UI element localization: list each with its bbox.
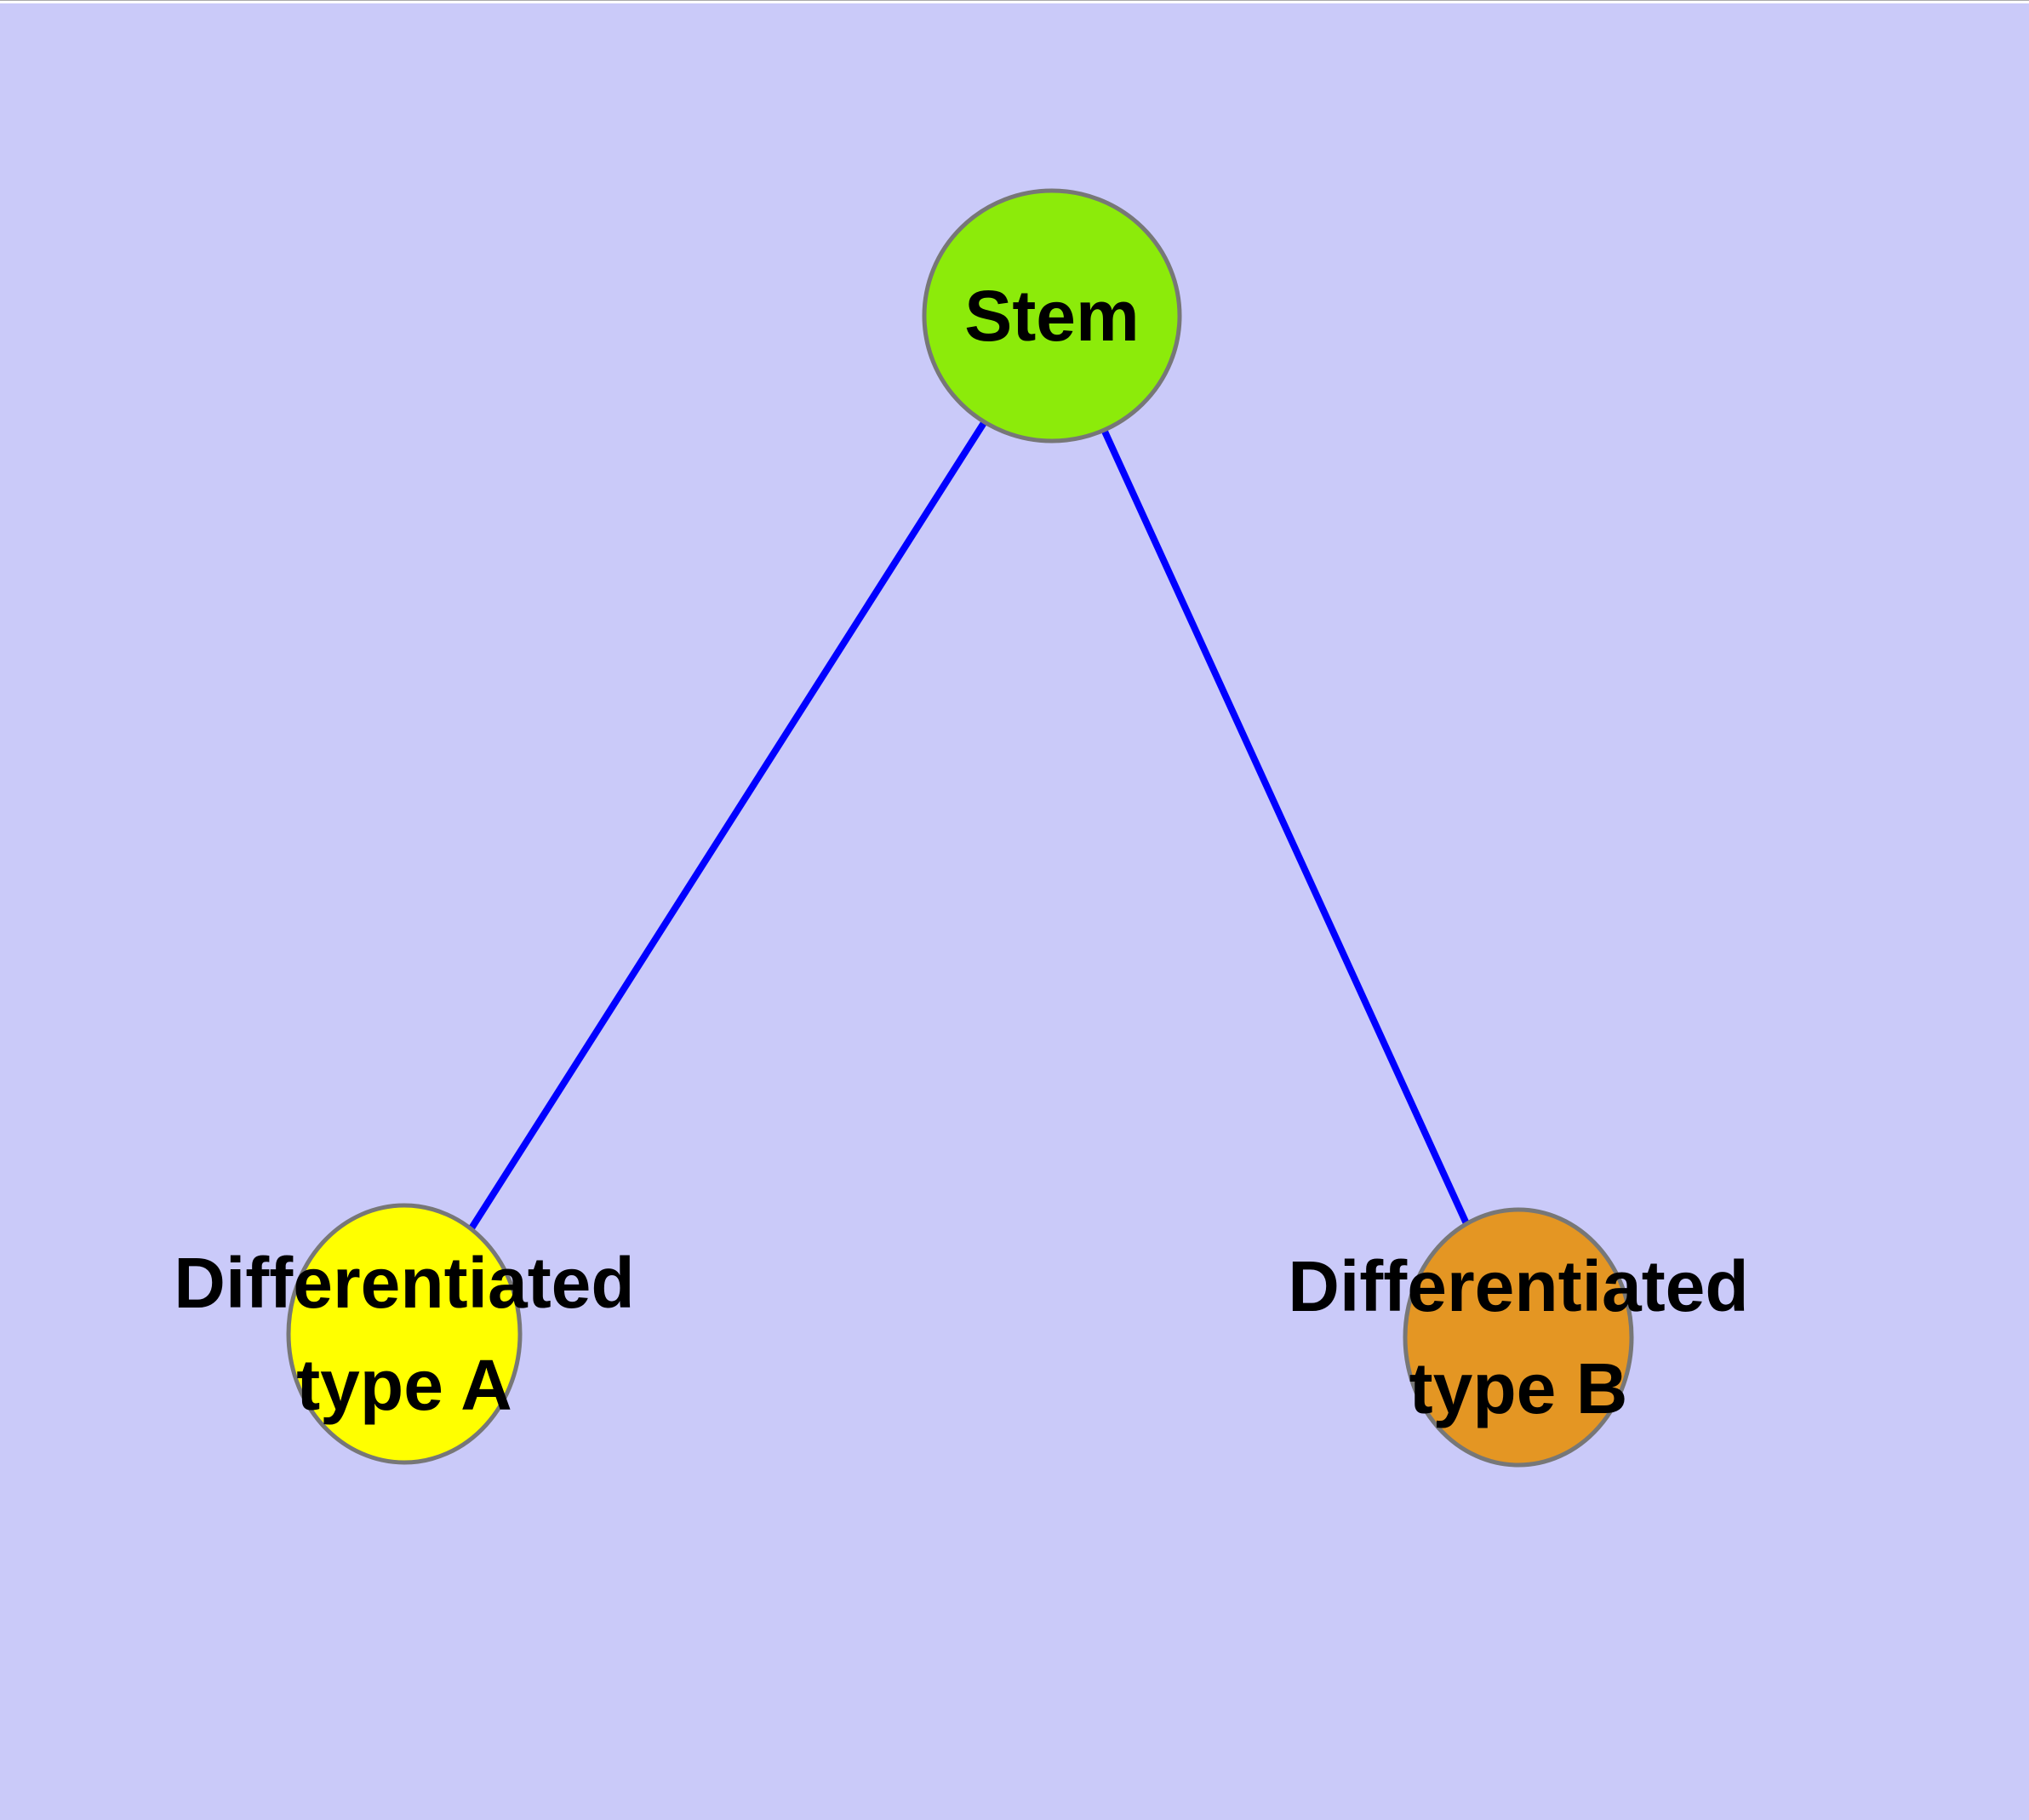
edge-stem-to-type-b: [1049, 314, 1522, 1339]
node-type-b: [1403, 1207, 1634, 1468]
top-margin-strip: [0, 0, 2029, 3]
node-type-a: [286, 1203, 523, 1465]
edge-stem-to-type-a: [401, 313, 1055, 1336]
node-stem: [922, 188, 1182, 444]
